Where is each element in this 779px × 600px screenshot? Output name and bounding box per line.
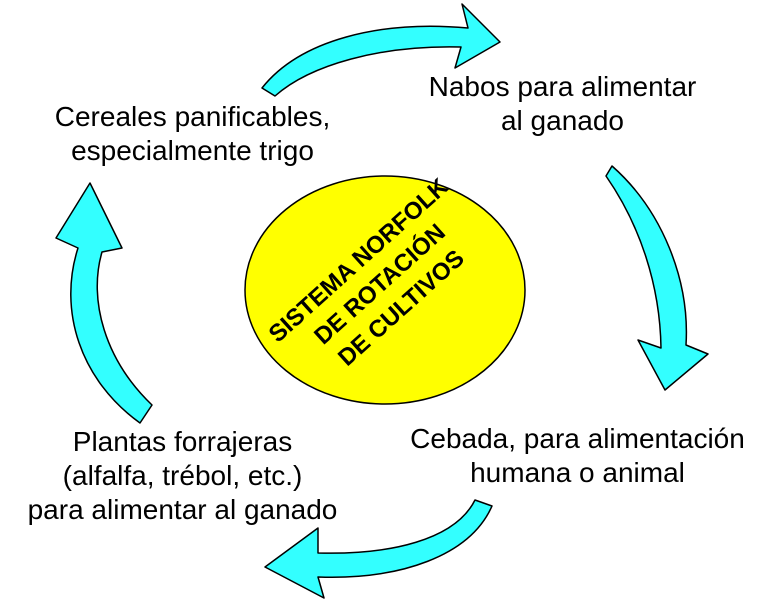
stage-turnips-line-2: al ganado (500, 105, 624, 136)
center-ellipse (244, 175, 526, 405)
stage-label-cereals: Cereales panificables, especialmente tri… (20, 100, 365, 168)
arrow-left (55, 182, 153, 424)
stage-barley-line-2: humana o animal (470, 457, 685, 488)
arrow-top (261, 3, 501, 97)
stage-cereals-line-1: Cereales panificables, (54, 101, 331, 132)
stage-barley-line-1: Cebada, para alimentación (410, 423, 745, 454)
stage-cereals-line-2: especialmente trigo (71, 135, 314, 166)
stage-turnips-line-1: Nabos para alimentar (428, 71, 697, 102)
stage-forage-line-1: Plantas forrajeras (72, 426, 293, 457)
stage-label-barley: Cebada, para alimentación humana o anima… (385, 422, 770, 490)
stage-forage-line-3: para alimentar al ganado (27, 494, 338, 525)
stage-label-turnips: Nabos para alimentar al ganado (390, 70, 735, 138)
stage-forage-line-2: (alfalfa, trébol, etc.) (62, 460, 303, 491)
stage-label-forage: Plantas forrajeras (alfalfa, trébol, etc… (0, 425, 365, 527)
arrow-right (605, 165, 709, 391)
arrow-bottom (264, 499, 493, 599)
